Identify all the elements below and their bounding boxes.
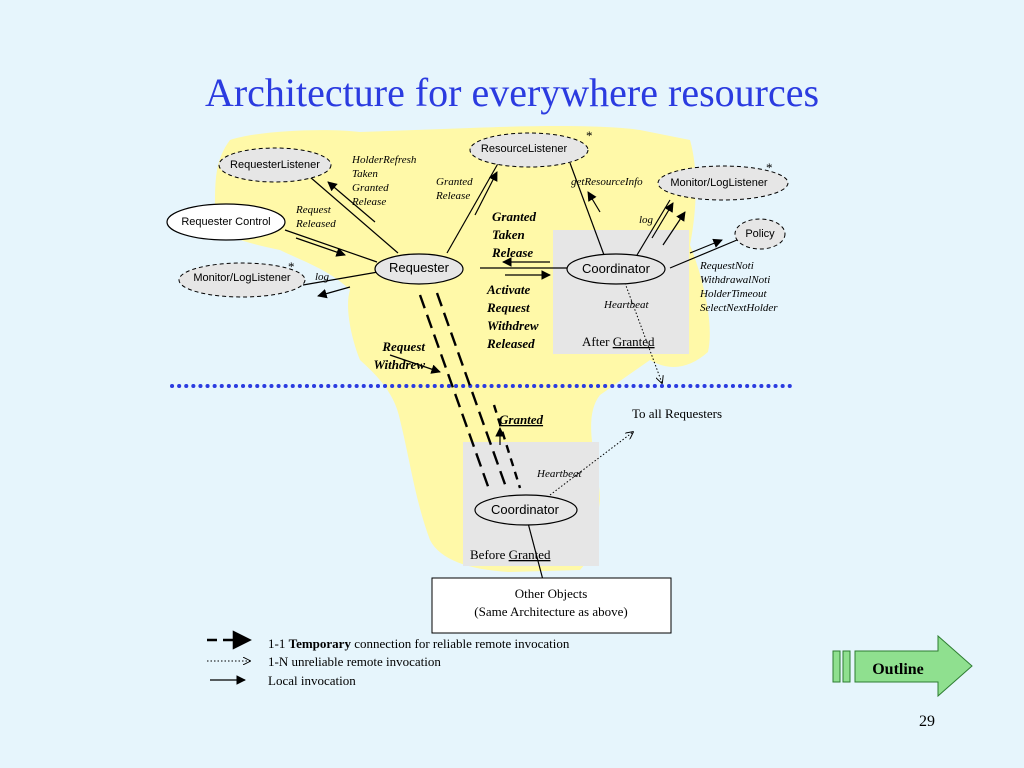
- page-number: 29: [919, 713, 935, 730]
- noti-block-3: SelectNextHolder: [700, 302, 778, 314]
- coordinator-bottom-label: Coordinator: [491, 502, 560, 517]
- arrow-to-resource-listener: [474, 171, 498, 216]
- requester-node: [374, 253, 464, 285]
- requester-control-node: [166, 203, 286, 241]
- before-granted-label: Before Granted: [470, 547, 551, 562]
- after-granted-label: After Granted: [582, 334, 655, 349]
- activate-block-1: Request: [486, 300, 530, 315]
- page-title: Architecture for everywhere resources: [205, 70, 819, 115]
- outline-bar-1: [832, 650, 841, 683]
- activate-block-3: Released: [486, 336, 535, 351]
- get-resource-info-label: getResourceInfo: [571, 176, 643, 188]
- monitor-log-left-star: *: [288, 259, 295, 274]
- line-coordinator-other: [527, 522, 544, 581]
- line-coordinator-resource: [569, 162, 605, 256]
- granted-mid-label: Granted: [499, 412, 544, 427]
- request-released-0: Request: [295, 204, 332, 216]
- after-granted-box: [553, 230, 689, 354]
- outline-bar-2: [842, 650, 851, 683]
- coordinator-top-label: Coordinator: [582, 261, 651, 276]
- holder-refresh-0: HolderRefresh: [351, 154, 417, 166]
- monitor-log-left-node: [178, 262, 306, 298]
- outline-label: Outline: [872, 661, 924, 678]
- temporary-connection-3: [492, 404, 522, 489]
- log-right-label: log: [639, 214, 654, 226]
- coordinator-bottom-node: [474, 494, 578, 526]
- other-objects-line2: (Same Architecture as above): [474, 604, 627, 619]
- heartbeat-bottom-label: Heartbeat: [536, 468, 583, 480]
- monitor-log-right-star: *: [766, 160, 773, 175]
- granted-taken-release-0: Granted: [492, 209, 537, 224]
- noti-block-1: WithdrawalNoti: [700, 274, 770, 286]
- outline-arrow-icon: [854, 634, 973, 698]
- noti-block-2: HolderTimeout: [699, 288, 768, 300]
- line-coordinator-policy: [669, 239, 738, 269]
- resource-listener-label: ResourceListener: [481, 143, 568, 155]
- request-released-1: Released: [295, 218, 336, 230]
- line-monitor-left: [302, 271, 379, 286]
- request-withdrew-0: Request: [381, 339, 425, 354]
- other-objects-line1: Other Objects: [515, 586, 588, 601]
- arrow-to-monitor-left: [317, 286, 351, 299]
- temporary-connection-1: [418, 294, 492, 493]
- requester-control-label: Requester Control: [181, 216, 270, 228]
- granted-release-1: Release: [435, 190, 470, 202]
- policy-label: Policy: [745, 228, 775, 240]
- heartbeat-top-label: Heartbeat: [603, 299, 650, 311]
- activate-block-0: Activate: [486, 282, 531, 297]
- resource-listener-star: *: [586, 128, 593, 143]
- holder-refresh-2: Granted: [352, 182, 389, 194]
- requester-label: Requester: [389, 260, 450, 275]
- requester-listener-node: [218, 147, 332, 183]
- holder-refresh-3: Release: [351, 196, 386, 208]
- holder-refresh-1: Taken: [352, 168, 378, 180]
- legend-unreliable-label: 1-N unreliable remote invocation: [268, 654, 441, 669]
- arrow-to-monitor-right-2: [662, 211, 686, 246]
- arrow-to-requester-listener: [327, 181, 376, 223]
- other-objects-box: [431, 577, 672, 634]
- activate-block-2: Withdrew: [487, 318, 539, 333]
- temporary-connection-2: [435, 292, 509, 491]
- policy-node: [734, 218, 786, 250]
- resource-listener-node: [469, 132, 589, 168]
- requester-listener-label: RequesterListener: [230, 159, 320, 171]
- to-all-requesters-label: To all Requesters: [632, 406, 722, 421]
- coordinator-top-node: [566, 253, 666, 285]
- monitor-log-left-label: Monitor/LogListener: [193, 272, 291, 284]
- granted-taken-release-2: Release: [491, 245, 533, 260]
- granted-taken-release-1: Taken: [492, 227, 525, 242]
- arrow-to-coordinator-info: [587, 191, 601, 213]
- arrow-to-coordinator-bottom: [389, 354, 441, 374]
- noti-block-0: RequestNoti: [699, 260, 754, 272]
- monitor-log-right-node: [657, 165, 789, 201]
- arrow-to-requester-from-control: [295, 237, 346, 257]
- line-requester-listener: [309, 176, 399, 254]
- outline-button[interactable]: Outline: [832, 634, 973, 698]
- granted-release-0: Granted: [436, 176, 473, 188]
- heartbeat-top-line: [624, 282, 662, 383]
- monitor-log-right-label: Monitor/LogListener: [670, 177, 768, 189]
- arrow-to-policy: [689, 238, 723, 254]
- request-withdrew-1: Withdrew: [373, 357, 425, 372]
- log-left-label: log: [315, 271, 330, 283]
- legend-local-label: Local invocation: [268, 673, 356, 688]
- arrow-to-monitor-right-1: [651, 202, 674, 239]
- line-requester-control: [284, 229, 378, 263]
- legend-temporary-label: 1-1 Temporary connection for reliable re…: [268, 636, 570, 651]
